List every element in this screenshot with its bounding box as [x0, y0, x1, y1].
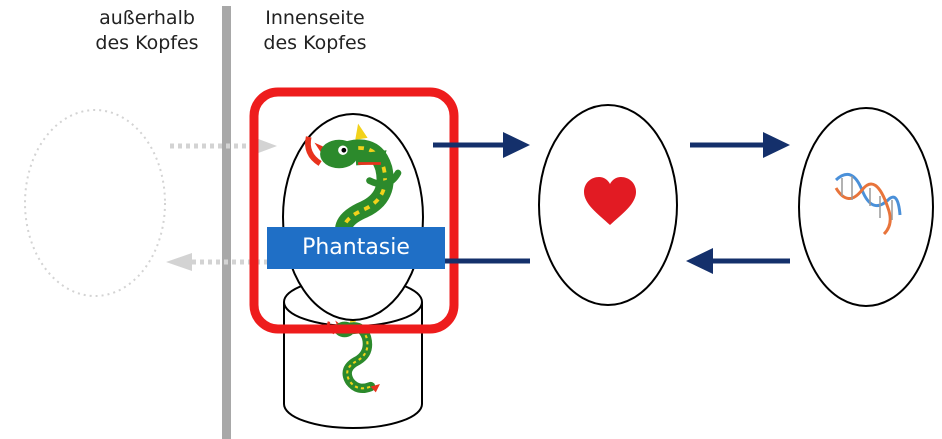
arrow-genetics-to-emotion	[686, 248, 790, 274]
arrow-inside-to-outside	[166, 253, 268, 271]
arrow-imagination-to-emotion	[433, 132, 530, 158]
heart-icon	[584, 177, 636, 225]
head-boundary-divider	[222, 6, 231, 439]
imagination-highlight-frame	[249, 87, 459, 334]
genetics-ellipse	[798, 107, 934, 307]
dna-icon	[834, 172, 902, 236]
arrow-emotion-to-genetics	[690, 132, 790, 158]
label-inside-line1: Innenseite	[265, 7, 365, 29]
arrow-outside-to-inside	[170, 137, 277, 155]
label-outside-head: außerhalb des Kopfes	[62, 6, 232, 56]
label-outside-line1: außerhalb	[99, 7, 195, 29]
label-inside-line2: des Kopfes	[263, 32, 367, 54]
label-outside-line2: des Kopfes	[95, 32, 199, 54]
phantasie-label: Phantasie	[267, 227, 445, 269]
label-inside-head: Innenseite des Kopfes	[230, 6, 400, 56]
outside-world-ellipse	[24, 109, 166, 297]
